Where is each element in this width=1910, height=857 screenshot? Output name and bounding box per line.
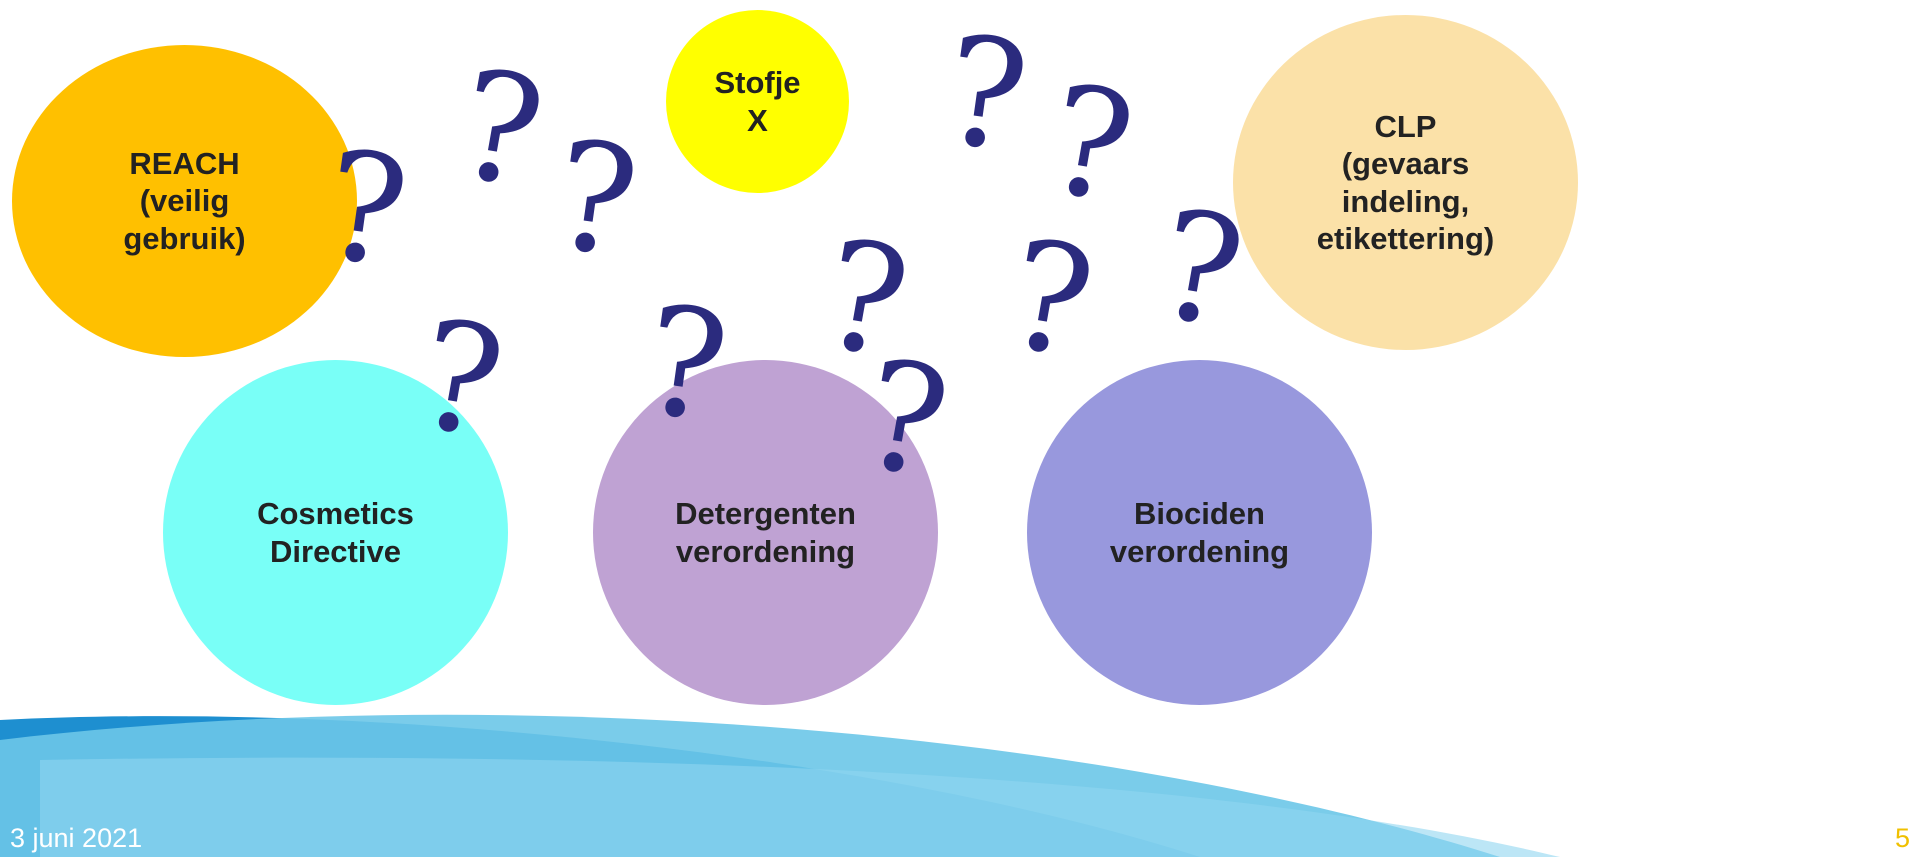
cosmetics-circle: Cosmetics Directive: [163, 360, 508, 705]
reach-circle: REACH (veilig gebruik): [12, 45, 357, 357]
biociden-circle: Biociden verordening: [1027, 360, 1372, 705]
biociden-label: Biociden verordening: [1109, 496, 1290, 569]
detergenten-circle: Detergenten verordening: [593, 360, 938, 705]
detergenten-label: Detergenten verordening: [675, 496, 856, 569]
stofje-label: Stofje X: [714, 65, 801, 138]
page-number: 5: [1894, 823, 1910, 853]
wave-sky-band: [40, 757, 1560, 857]
footer-date: 3 juni 2021: [10, 823, 143, 853]
clp-label: CLP (gevaars indeling, etikettering): [1316, 109, 1495, 256]
reach-label: REACH (veilig gebruik): [123, 146, 246, 256]
clp-circle: CLP (gevaars indeling, etikettering): [1233, 15, 1578, 350]
cosmetics-label: Cosmetics Directive: [257, 496, 414, 569]
stofje-circle: Stofje X: [666, 10, 849, 193]
